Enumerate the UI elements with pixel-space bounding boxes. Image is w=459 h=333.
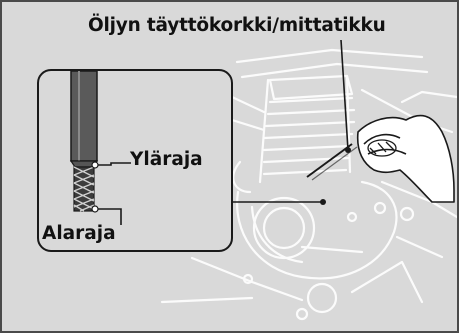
upper-level-label: Yläraja <box>130 149 203 170</box>
lower-level-label: Alaraja <box>42 223 116 244</box>
filler-cap-dipstick-label: Öljyn täyttökorkki/mittatikku <box>88 15 386 36</box>
